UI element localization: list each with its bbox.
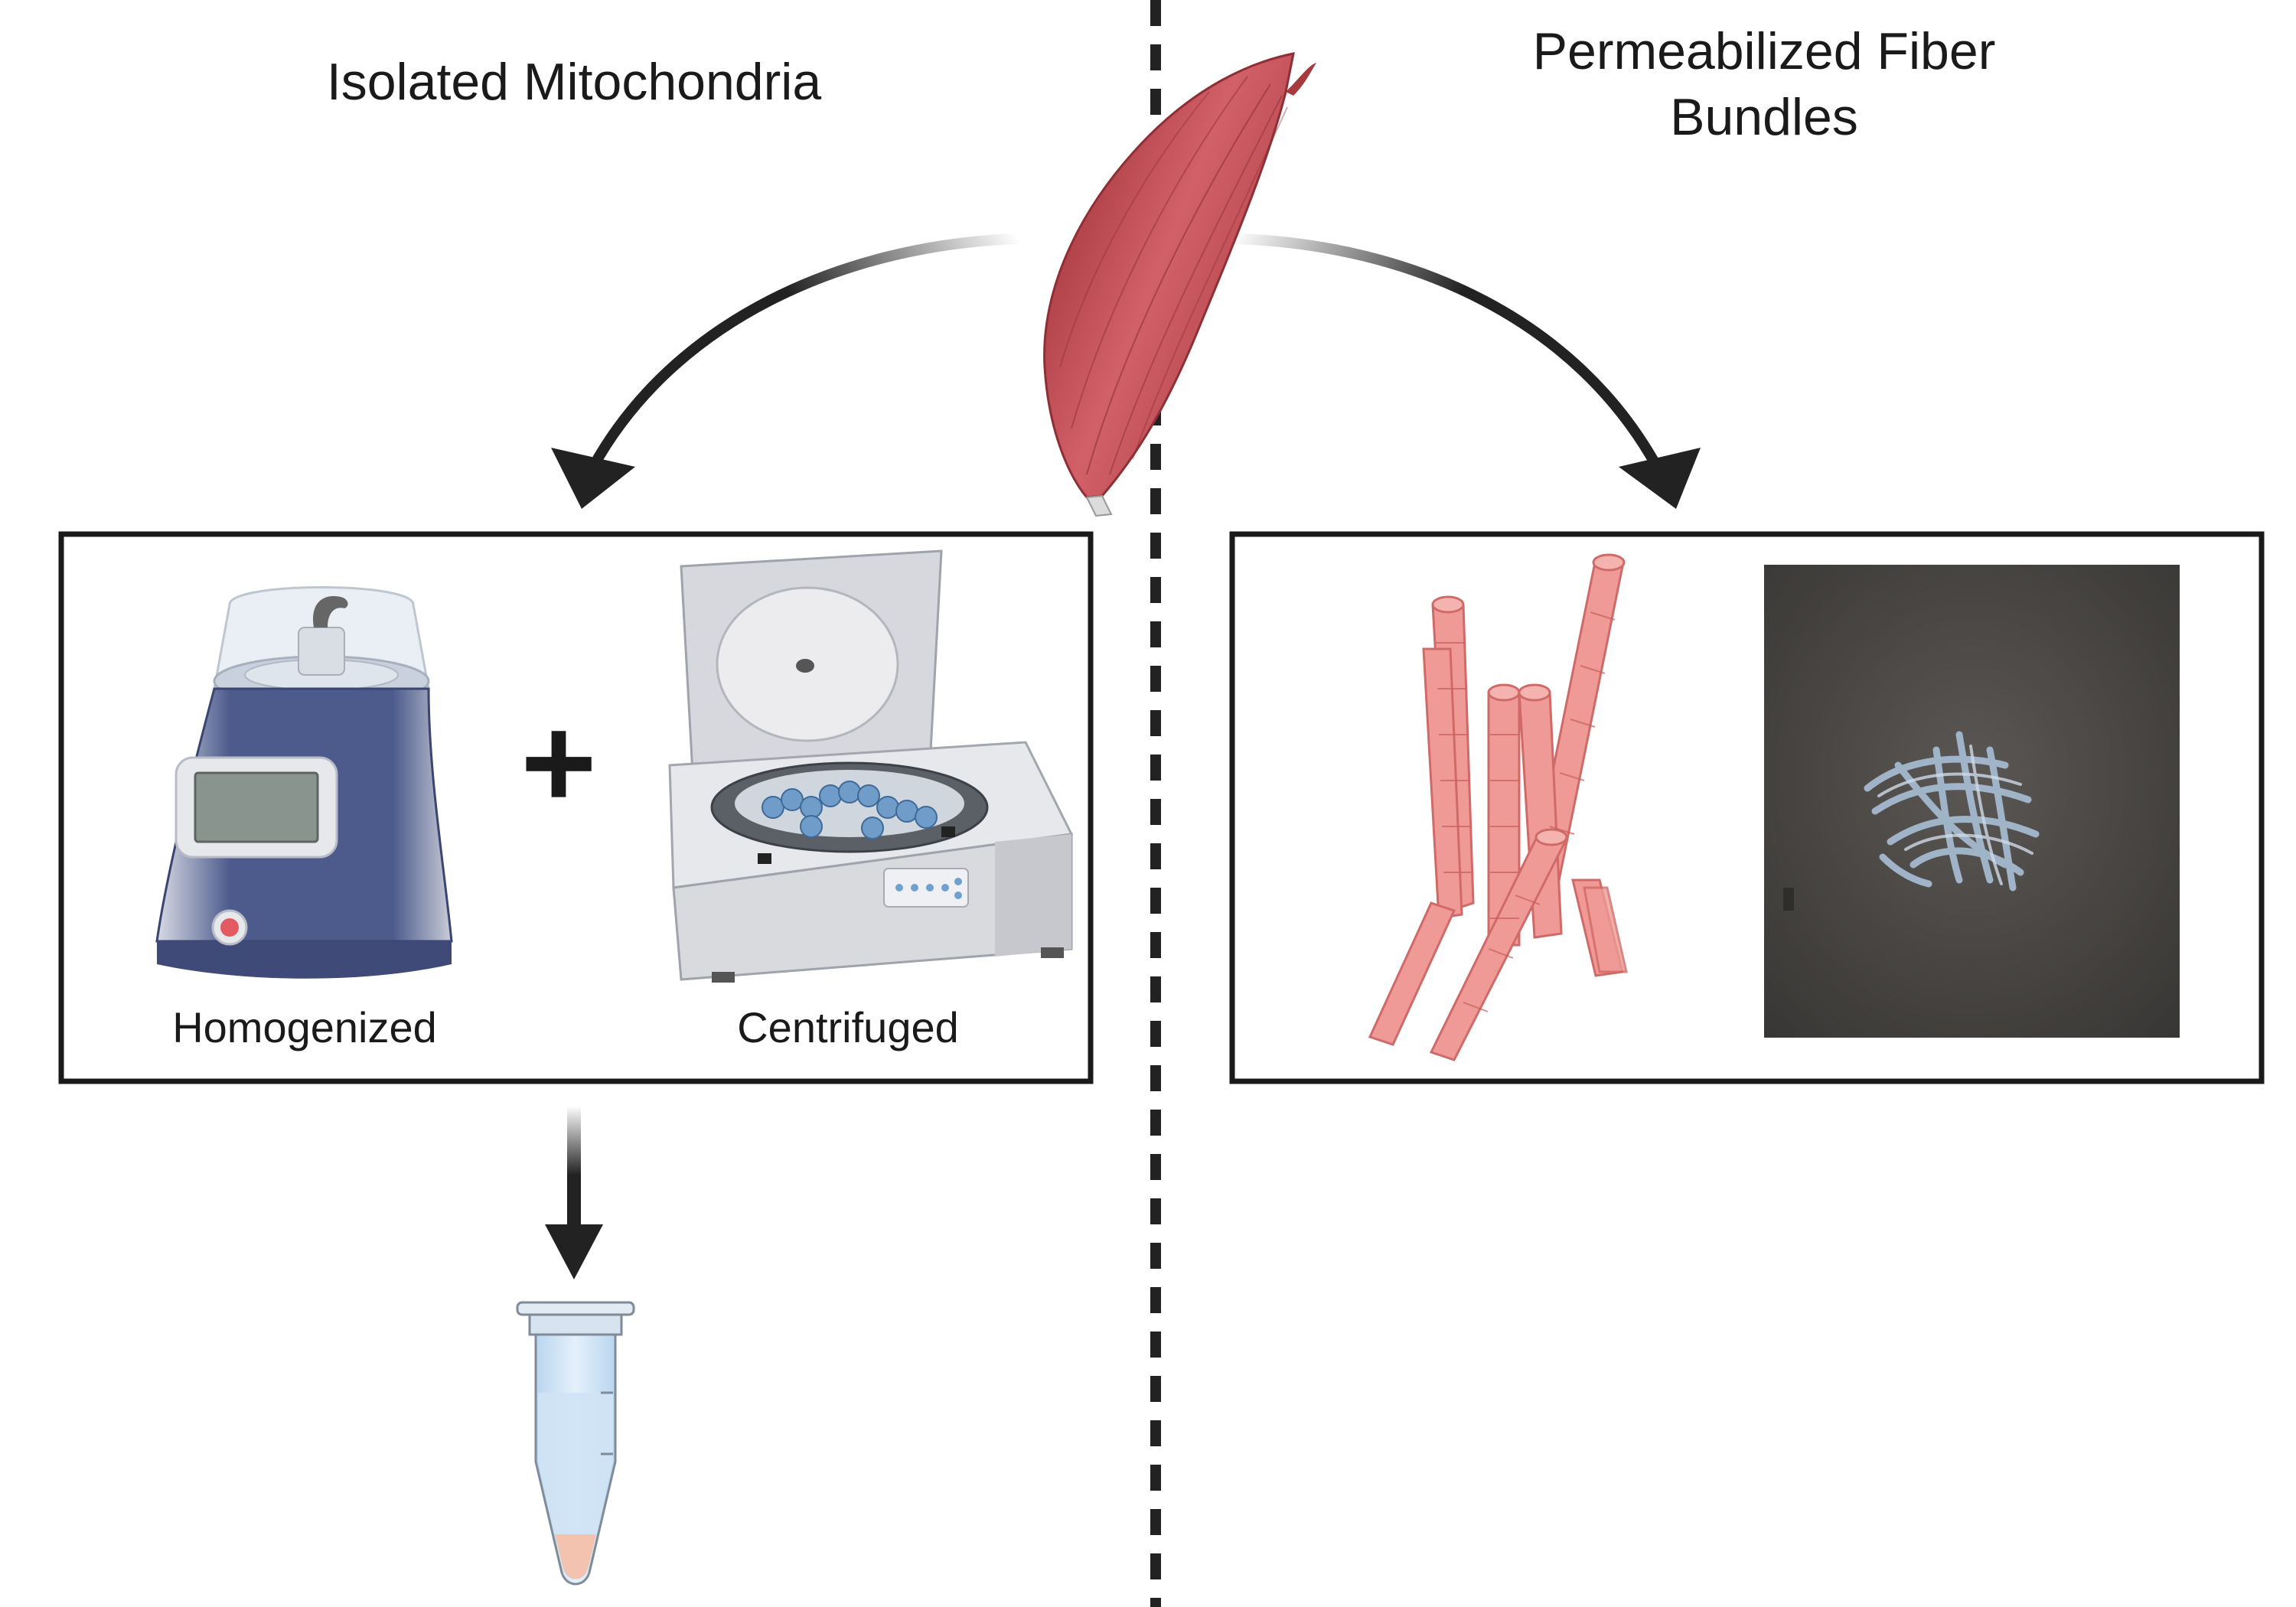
plus-sign: + [520, 690, 596, 836]
fiber-bundle-photo [1764, 565, 2180, 1038]
homogenizer-icon [155, 586, 453, 979]
muscle-fibers-icon [1368, 553, 1628, 1061]
left-section-title: Isolated Mitochondria [327, 53, 822, 111]
homogenized-label: Homogenized [172, 1003, 437, 1051]
muscle-icon [1043, 52, 1316, 517]
muscle-fiber-striations [1436, 611, 1616, 1012]
centrifuged-label: Centrifuged [737, 1003, 959, 1051]
arrow-to-fiber-bundles [1231, 233, 1701, 509]
centrifuge-icon [668, 549, 1074, 983]
isolated-mitochondria-box [58, 531, 1094, 1084]
right-section-title-line-1: Permeabilized Fiber [1533, 22, 1996, 80]
arrow-to-isolated-mitochondria [551, 233, 1023, 509]
right-section-title-line-2: Bundles [1670, 88, 1858, 146]
arrow-to-microtube [545, 1106, 603, 1279]
fiber-bundles-box [1229, 531, 2265, 1084]
microtube-icon [516, 1301, 635, 1586]
